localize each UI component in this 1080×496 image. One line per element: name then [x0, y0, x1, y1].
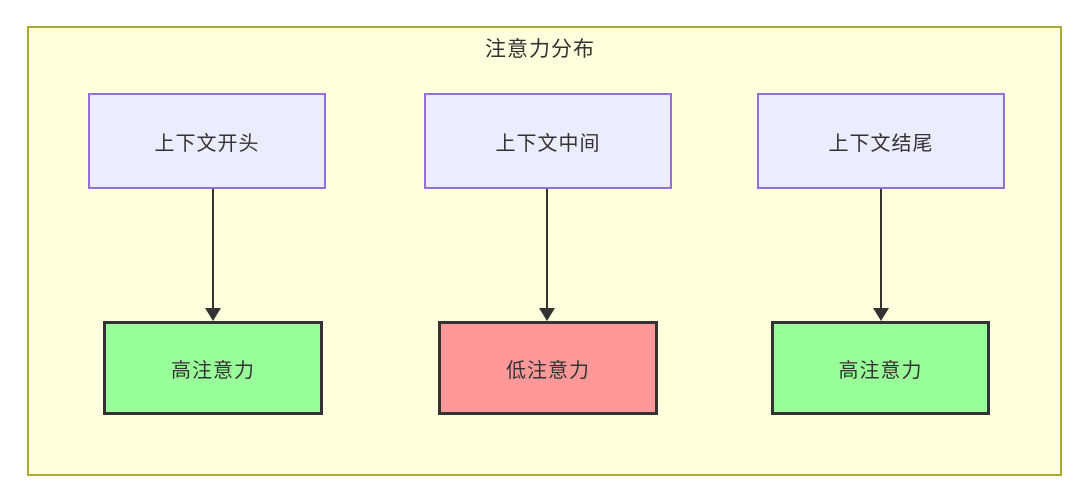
node-high-attention-right: 高注意力: [771, 321, 990, 415]
edge-arrow-end: [872, 189, 890, 321]
node-low-attention: 低注意力: [438, 321, 658, 415]
arrow-line: [212, 189, 214, 308]
arrow-line: [546, 189, 548, 308]
arrowhead-down-icon: [873, 308, 889, 321]
edge-arrow-beginning: [204, 189, 222, 321]
edge-arrow-middle: [538, 189, 556, 321]
arrow-line: [880, 189, 882, 308]
node-context-end: 上下文结尾: [757, 93, 1005, 189]
node-context-beginning: 上下文开头: [88, 93, 326, 189]
arrowhead-down-icon: [205, 308, 221, 321]
diagram-title: 注意力分布: [485, 38, 595, 61]
node-context-middle: 上下文中间: [424, 93, 672, 189]
node-high-attention-left: 高注意力: [103, 321, 323, 415]
arrowhead-down-icon: [539, 308, 555, 321]
